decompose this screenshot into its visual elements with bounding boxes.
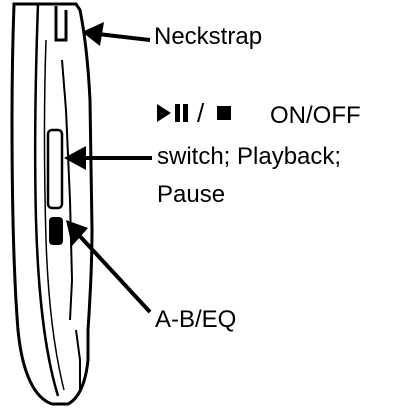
label-ab-eq: A-B/EQ (155, 306, 237, 333)
device-inner-rail (33, 3, 60, 397)
arrow-ab-eq (66, 220, 152, 314)
label-neckstrap: Neckstrap (154, 23, 263, 50)
device-front-edge (61, 59, 74, 321)
arrow-onoff-switch (64, 146, 152, 170)
device-inner-rail-2 (43, 39, 65, 391)
symbol-separator: / (197, 98, 205, 128)
arrow-neckstrap (82, 22, 151, 46)
neckstrap-loop (54, 6, 68, 42)
stop-icon (217, 106, 231, 120)
label-switch-playback: switch; Playback; (157, 143, 342, 170)
ab-eq-side-button (49, 217, 63, 245)
onoff-side-button (46, 128, 64, 210)
device-body-outline (10, 2, 94, 406)
play-pause-icon (157, 104, 188, 122)
control-symbols: / (155, 98, 263, 128)
label-onoff: ON/OFF (270, 102, 361, 129)
label-pause: Pause (157, 181, 226, 208)
device-bottom-detail (75, 329, 81, 390)
